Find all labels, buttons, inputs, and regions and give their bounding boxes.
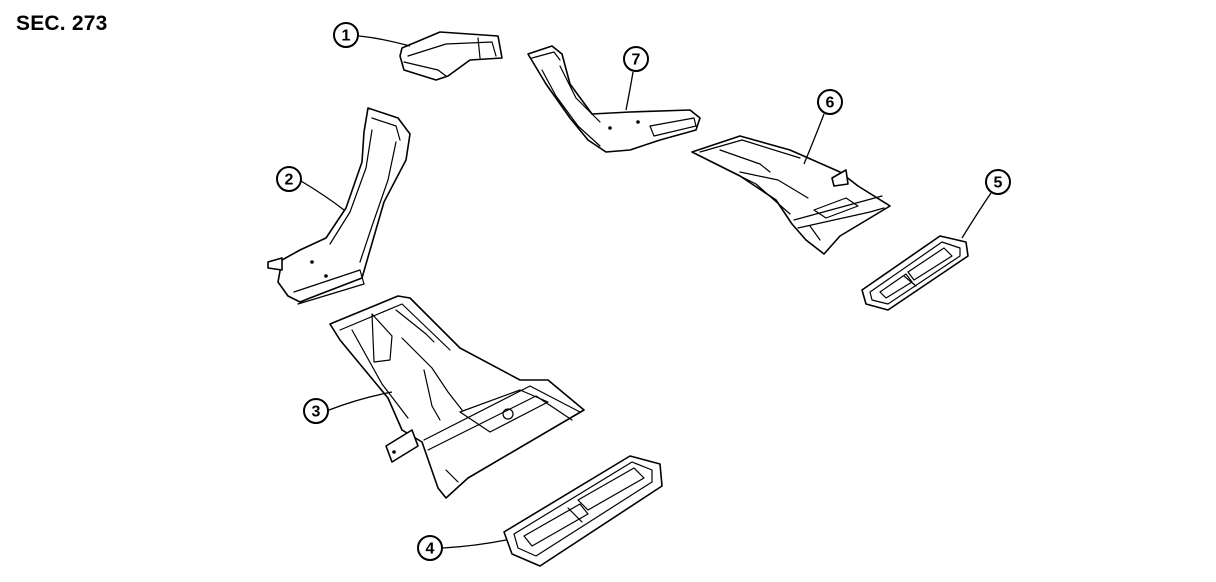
section-code: SEC. 273 (16, 12, 108, 35)
callout-2-label: 2 (285, 172, 294, 189)
part-3-duct (329, 295, 585, 499)
part-5-grille (861, 235, 969, 311)
callout-3: 3 (303, 398, 329, 424)
callout-6: 6 (817, 89, 843, 115)
part-4-grille (503, 455, 663, 567)
callout-4-label: 4 (426, 541, 435, 558)
part-7-duct (527, 45, 701, 153)
leader-lines (300, 35, 992, 549)
callout-1-label: 1 (342, 28, 351, 45)
callout-7: 7 (623, 46, 649, 72)
callout-6-label: 6 (826, 95, 835, 112)
callout-5: 5 (985, 169, 1011, 195)
callout-7-label: 7 (632, 52, 641, 69)
part-6-duct (691, 135, 891, 255)
callout-4: 4 (417, 535, 443, 561)
callout-1: 1 (333, 22, 359, 48)
callout-2: 2 (276, 166, 302, 192)
callout-3-label: 3 (312, 404, 321, 421)
part-1-duct (399, 31, 503, 81)
callout-5-label: 5 (994, 175, 1003, 192)
part-2-duct (267, 107, 411, 305)
